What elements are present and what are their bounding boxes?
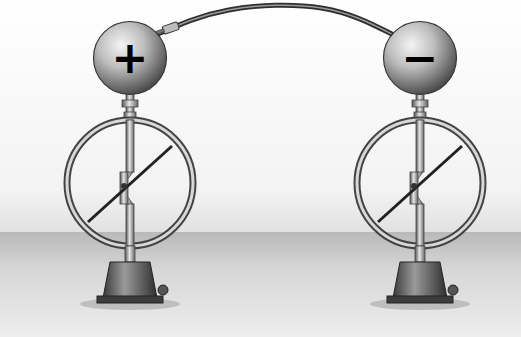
cable-plug xyxy=(155,22,179,37)
sphere-outline xyxy=(94,22,167,95)
connecting-cable xyxy=(155,5,391,36)
cable-highlight xyxy=(159,5,391,33)
charged-sphere: + xyxy=(92,20,168,96)
charge-sign: − xyxy=(402,36,439,80)
right-electroscope xyxy=(357,92,483,303)
wall xyxy=(0,0,521,236)
charge-sign: + xyxy=(112,36,149,80)
sphere-outline xyxy=(384,22,457,95)
cable-line xyxy=(159,5,391,33)
charged-sphere: − xyxy=(382,20,458,96)
left-electroscope xyxy=(67,92,193,303)
